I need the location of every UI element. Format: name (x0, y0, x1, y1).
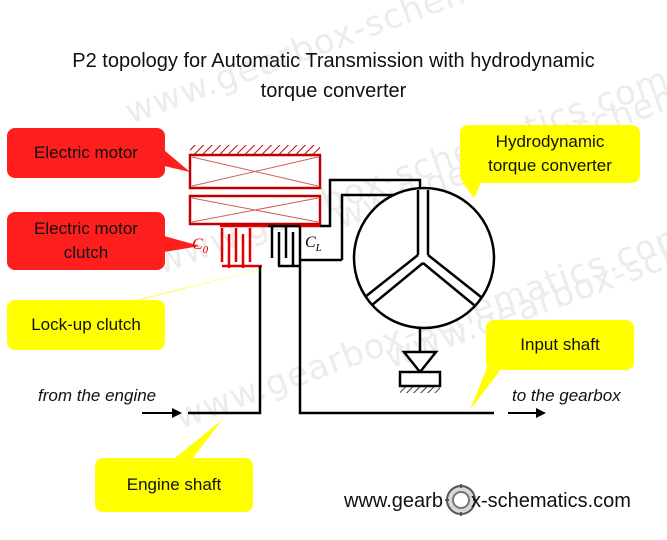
cl-letter: C (305, 234, 316, 251)
cl-subscript: L (315, 242, 322, 255)
ground-block (398, 370, 442, 388)
engine-shaft (188, 266, 262, 415)
from-engine-label: from the engine (38, 386, 157, 405)
ground-hatch (400, 386, 440, 393)
engine-shaft-pointer (170, 420, 222, 462)
diagram-title: P2 topology for Automatic Transmission w… (0, 46, 667, 106)
engine-arrow-head (172, 408, 182, 418)
converter-blades (364, 190, 482, 306)
website-url: www.gearb x-schematics.com (344, 490, 631, 513)
gearbox-arrow-head (536, 408, 546, 418)
engine-shaft-callout: Engine shaft (95, 458, 253, 512)
c0-letter: C (192, 236, 203, 253)
electric-motor-label: Electric motor (34, 143, 138, 162)
electric-motor-pointer (164, 150, 190, 172)
url-left: www.gearb (344, 490, 443, 512)
torque-converter-label-2: torque converter (488, 156, 612, 175)
input-shaft-callout: Input shaft (486, 320, 634, 370)
torque-converter-callout: Hydrodynamic torque converter (460, 125, 640, 183)
gear-icon (445, 484, 477, 516)
electric-motor-clutch-callout: Electric motor clutch (7, 212, 165, 270)
to-gearbox-label: to the gearbox (512, 386, 621, 405)
engine-shaft-label: Engine shaft (126, 475, 222, 494)
clutch-pointer (164, 236, 200, 252)
title-line-1: P2 topology for Automatic Transmission w… (72, 50, 595, 72)
motor-housing-hatch (190, 145, 320, 155)
title-line-2: torque converter (260, 80, 407, 102)
c0-label: C0 (192, 236, 208, 256)
converter-housing-inner (340, 193, 408, 226)
c0-subscript: 0 (202, 244, 209, 257)
motor-rotor-cross (191, 197, 319, 223)
cl-label: CL (305, 234, 322, 254)
electric-motor-clutch-label-1: Electric motor (34, 219, 138, 238)
electric-motor-callout: Electric motor (7, 128, 165, 178)
input-shaft-label: Input shaft (520, 335, 600, 354)
electric-motor-clutch-label-2: clutch (63, 243, 109, 262)
input-shaft-pointer (470, 360, 508, 410)
torque-converter-circle (352, 186, 496, 330)
lockup-pointer (120, 264, 282, 304)
lock-up-clutch-callout: Lock-up clutch (7, 300, 165, 350)
cl-clutch (268, 224, 300, 268)
url-right: x-schematics.com (470, 490, 631, 512)
input-shaft (298, 226, 494, 415)
lock-up-clutch-label: Lock-up clutch (31, 315, 141, 334)
freewheel-symbol (401, 350, 439, 375)
torque-converter-label-1: Hydrodynamic (495, 132, 605, 151)
motor-stator-cross (191, 156, 319, 187)
